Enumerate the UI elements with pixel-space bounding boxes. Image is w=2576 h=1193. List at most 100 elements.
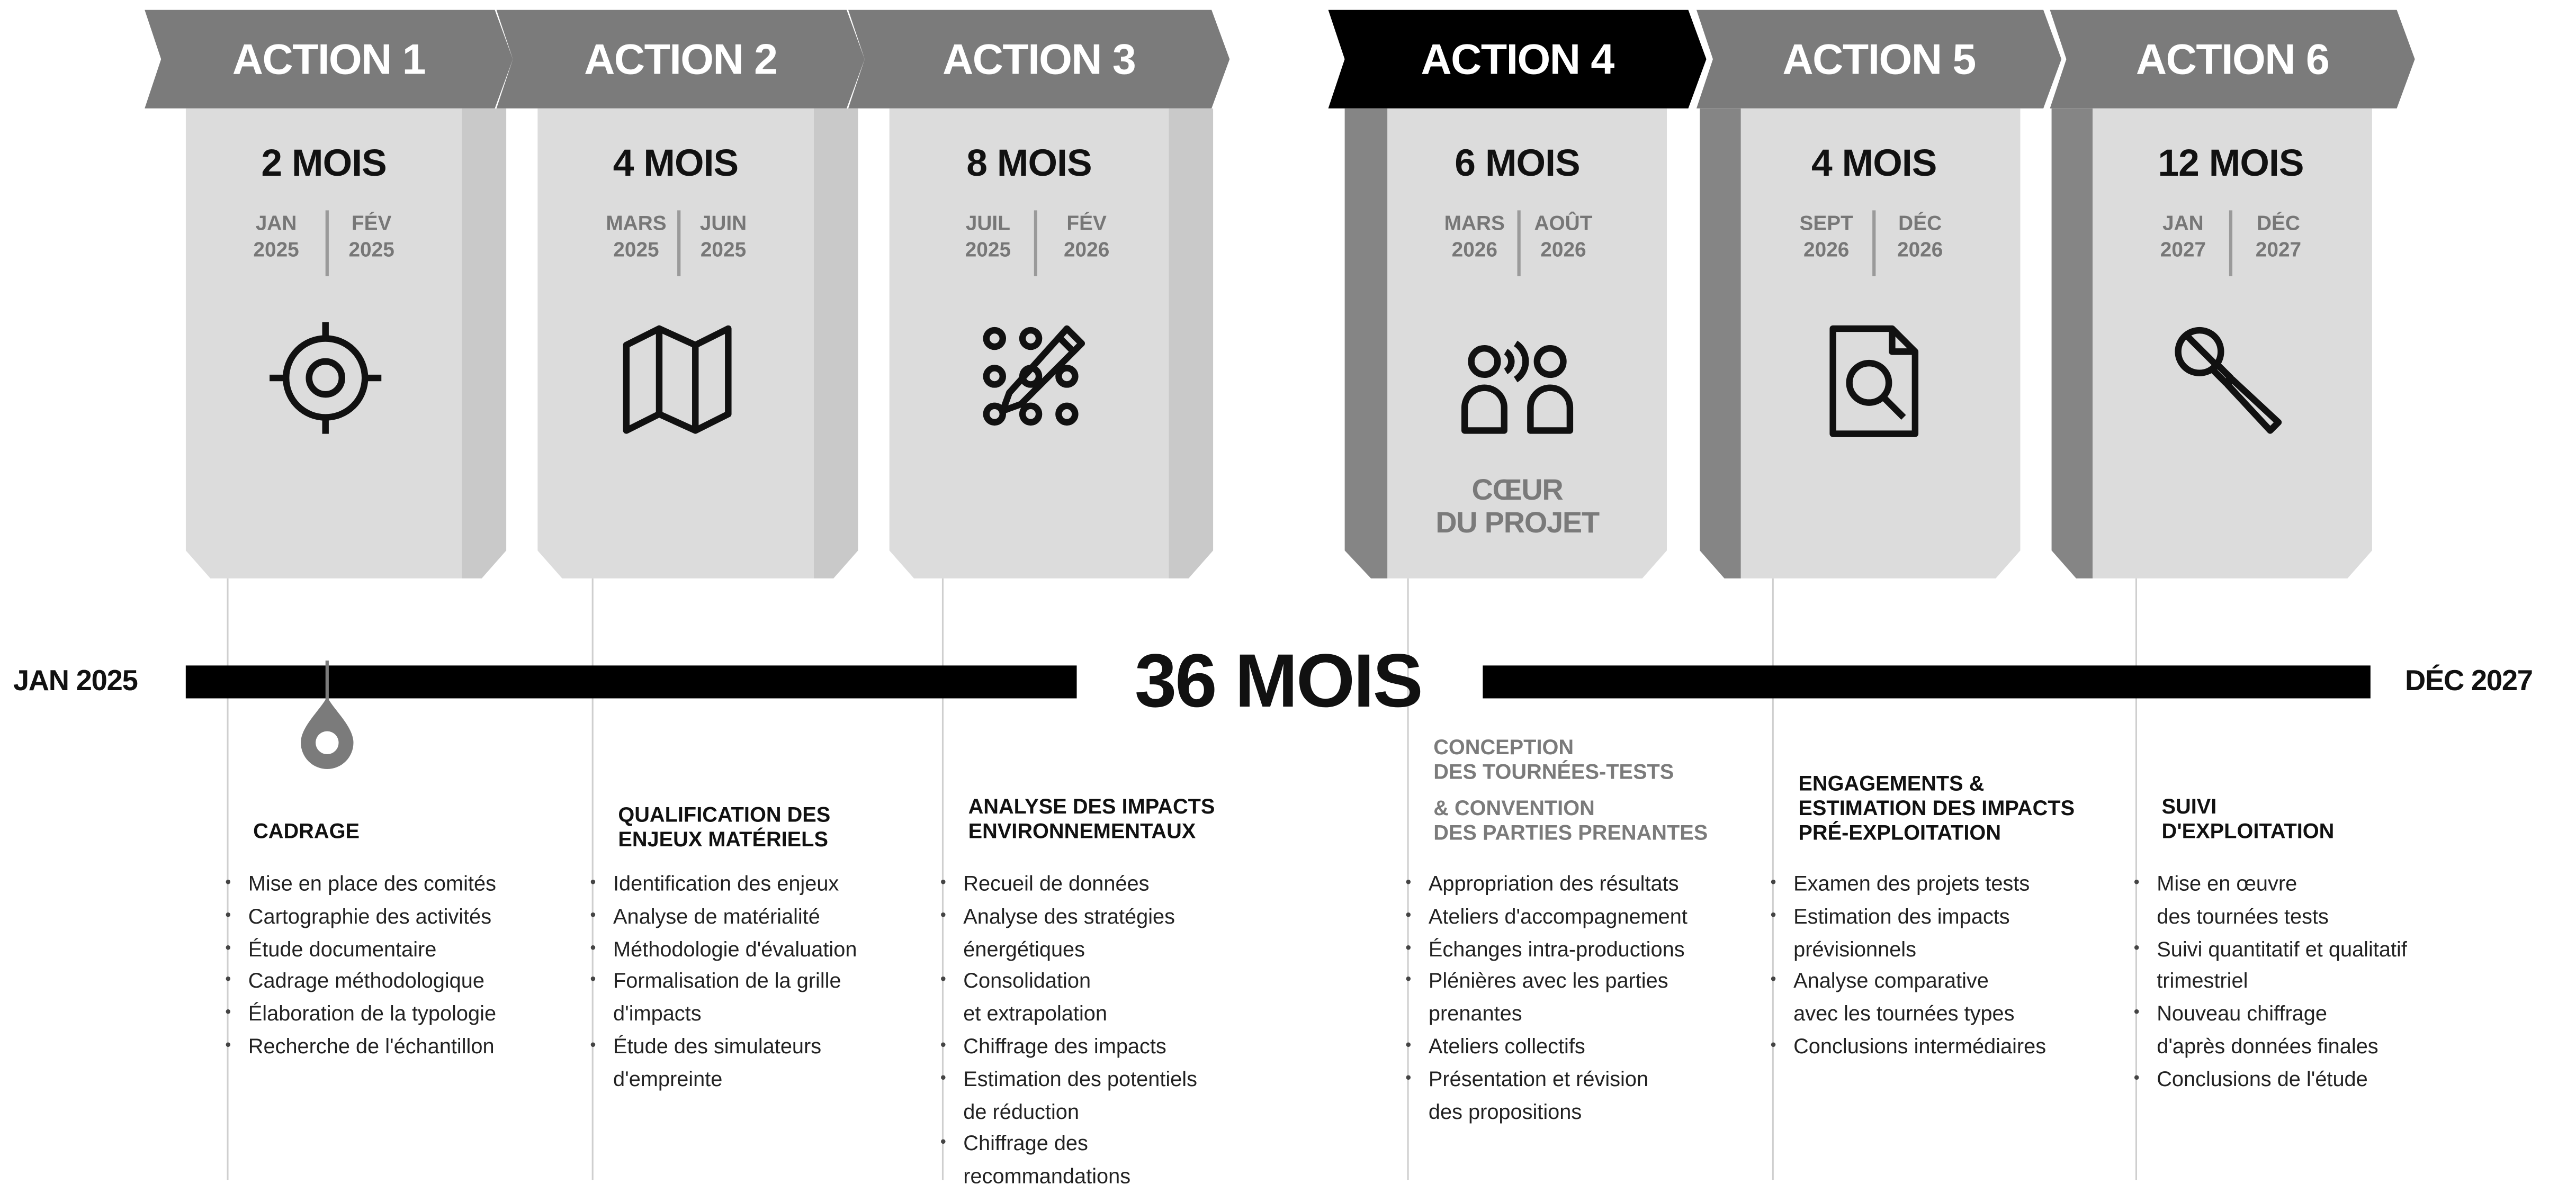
- task-list-item: trimestriel: [2157, 968, 2248, 993]
- task-list-item: Recueil de données: [940, 867, 1269, 900]
- task-list-item: Recherche de l'échantillon: [225, 1031, 554, 1063]
- task-list-item: Méthodologie d'évaluation: [590, 933, 919, 965]
- date-separator: [1517, 210, 1521, 276]
- document-search-icon: [1815, 322, 1933, 441]
- action-2-duration: 4 MOIS: [613, 141, 739, 184]
- action-1-banner: ACTION 1: [145, 10, 513, 109]
- task-list-item: de réduction: [963, 1098, 1079, 1124]
- task-list-item: Chiffrage des impacts: [940, 1031, 1269, 1063]
- action-1-task-list: Mise en place des comitésCartographie de…: [225, 867, 554, 1063]
- task-list-item: d'impacts: [613, 1001, 702, 1026]
- task-list-item: Conclusions intermédiaires: [1771, 1031, 2116, 1063]
- task-list-item: Échanges intra-productions: [1405, 933, 1751, 965]
- date-separator: [2229, 210, 2233, 276]
- task-list-item: Appropriation des résultats: [1405, 867, 1751, 900]
- task-list-item: recommandations: [963, 1163, 1131, 1189]
- task-list-item: Présentation et révision: [1405, 1063, 1751, 1095]
- action-5-label: ACTION 5: [1782, 34, 1976, 84]
- action-1-label: ACTION 1: [232, 34, 426, 84]
- task-list-item: Formalisation de la grille: [590, 965, 919, 998]
- task-list-item: Conclusions de l'étude: [2134, 1063, 2528, 1095]
- action-3-banner: ACTION 3: [848, 10, 1230, 109]
- task-list-item: Cadrage méthodologique: [225, 965, 554, 998]
- task-list-item: Nouveau chiffrage: [2134, 998, 2528, 1030]
- target-icon: [266, 322, 385, 441]
- task-list-item: énergétiques: [963, 936, 1085, 961]
- action-6-label: ACTION 6: [2135, 34, 2330, 84]
- task-list-item: avec les tournées types: [1793, 1001, 2015, 1026]
- action-4-banner: ACTION 4: [1328, 10, 1707, 109]
- action-5-banner: ACTION 5: [1696, 10, 2062, 109]
- date-separator: [677, 210, 681, 276]
- task-list-item: Estimation des impacts: [1771, 900, 2116, 933]
- action-4-card: [1344, 108, 1667, 579]
- action-1-title: CADRAGE: [253, 818, 360, 843]
- task-list-item: Plénières avec les parties: [1405, 965, 1751, 998]
- action-4-task-list: Appropriation des résultatsAteliers d'ac…: [1405, 867, 1751, 1128]
- action-2-task-list: Identification des enjeuxAnalyse de maté…: [590, 867, 919, 1095]
- timeline-end-label: DÉC 2027: [2405, 664, 2533, 697]
- location-pin-icon: [298, 661, 357, 772]
- task-list-item: Consolidation: [940, 965, 1269, 998]
- timeline-bar-right: [1483, 665, 2371, 699]
- task-list-item: et extrapolation: [963, 1001, 1107, 1026]
- action-5-duration: 4 MOIS: [1811, 141, 1937, 184]
- action-3-duration: 8 MOIS: [966, 141, 1092, 184]
- action-4-label: ACTION 4: [1421, 34, 1614, 84]
- task-list-item: Chiffrage des: [940, 1128, 1269, 1160]
- people-talking-icon: [1458, 322, 1577, 441]
- map-icon: [618, 322, 737, 441]
- action-2-label: ACTION 2: [584, 34, 778, 84]
- task-list-item: d'après données finales: [2157, 1033, 2378, 1059]
- action-6-duration: 12 MOIS: [2158, 141, 2304, 184]
- timeline-total-label: 36 MOIS: [1134, 637, 1423, 724]
- task-list-item: Examen des projets tests: [1771, 867, 2116, 900]
- task-list-item: des propositions: [1428, 1098, 1582, 1124]
- microphone-icon: [2170, 322, 2288, 441]
- action-6-card: [2051, 108, 2372, 579]
- timeline-start-label: JAN 2025: [13, 664, 138, 697]
- task-list-item: Analyse comparative: [1771, 965, 2116, 998]
- action-6-banner: ACTION 6: [2050, 10, 2415, 109]
- action-4-duration: 6 MOIS: [1455, 141, 1580, 184]
- task-list-item: Estimation des potentiels: [940, 1063, 1269, 1095]
- action-5-card: [1700, 108, 2021, 579]
- action-5-task-list: Examen des projets testsEstimation des i…: [1771, 867, 2116, 1063]
- task-list-item: Élaboration de la typologie: [225, 998, 554, 1030]
- action-3-task-list: Recueil de donnéesAnalyse des stratégies…: [940, 867, 1269, 1193]
- date-separator: [1034, 210, 1038, 276]
- task-list-item: Identification des enjeux: [590, 867, 919, 900]
- task-list-item: Analyse de matérialité: [590, 900, 919, 933]
- task-list-item: des tournées tests: [2157, 903, 2329, 928]
- action-2-banner: ACTION 2: [496, 10, 865, 109]
- date-separator: [325, 210, 329, 276]
- action-3-label: ACTION 3: [942, 34, 1136, 84]
- task-list-item: Mise en place des comités: [225, 867, 554, 900]
- task-list-item: d'empreinte: [613, 1066, 723, 1091]
- date-separator: [1872, 210, 1876, 276]
- timeline-bar-left: [185, 665, 1077, 699]
- task-list-item: prévisionnels: [1793, 936, 1917, 961]
- task-list-item: Étude documentaire: [225, 933, 554, 965]
- action-1-duration: 2 MOIS: [261, 141, 387, 184]
- task-list-item: Ateliers collectifs: [1405, 1031, 1751, 1063]
- task-list-item: Ateliers d'accompagnement: [1405, 900, 1751, 933]
- task-list-item: Étude des simulateurs: [590, 1031, 919, 1063]
